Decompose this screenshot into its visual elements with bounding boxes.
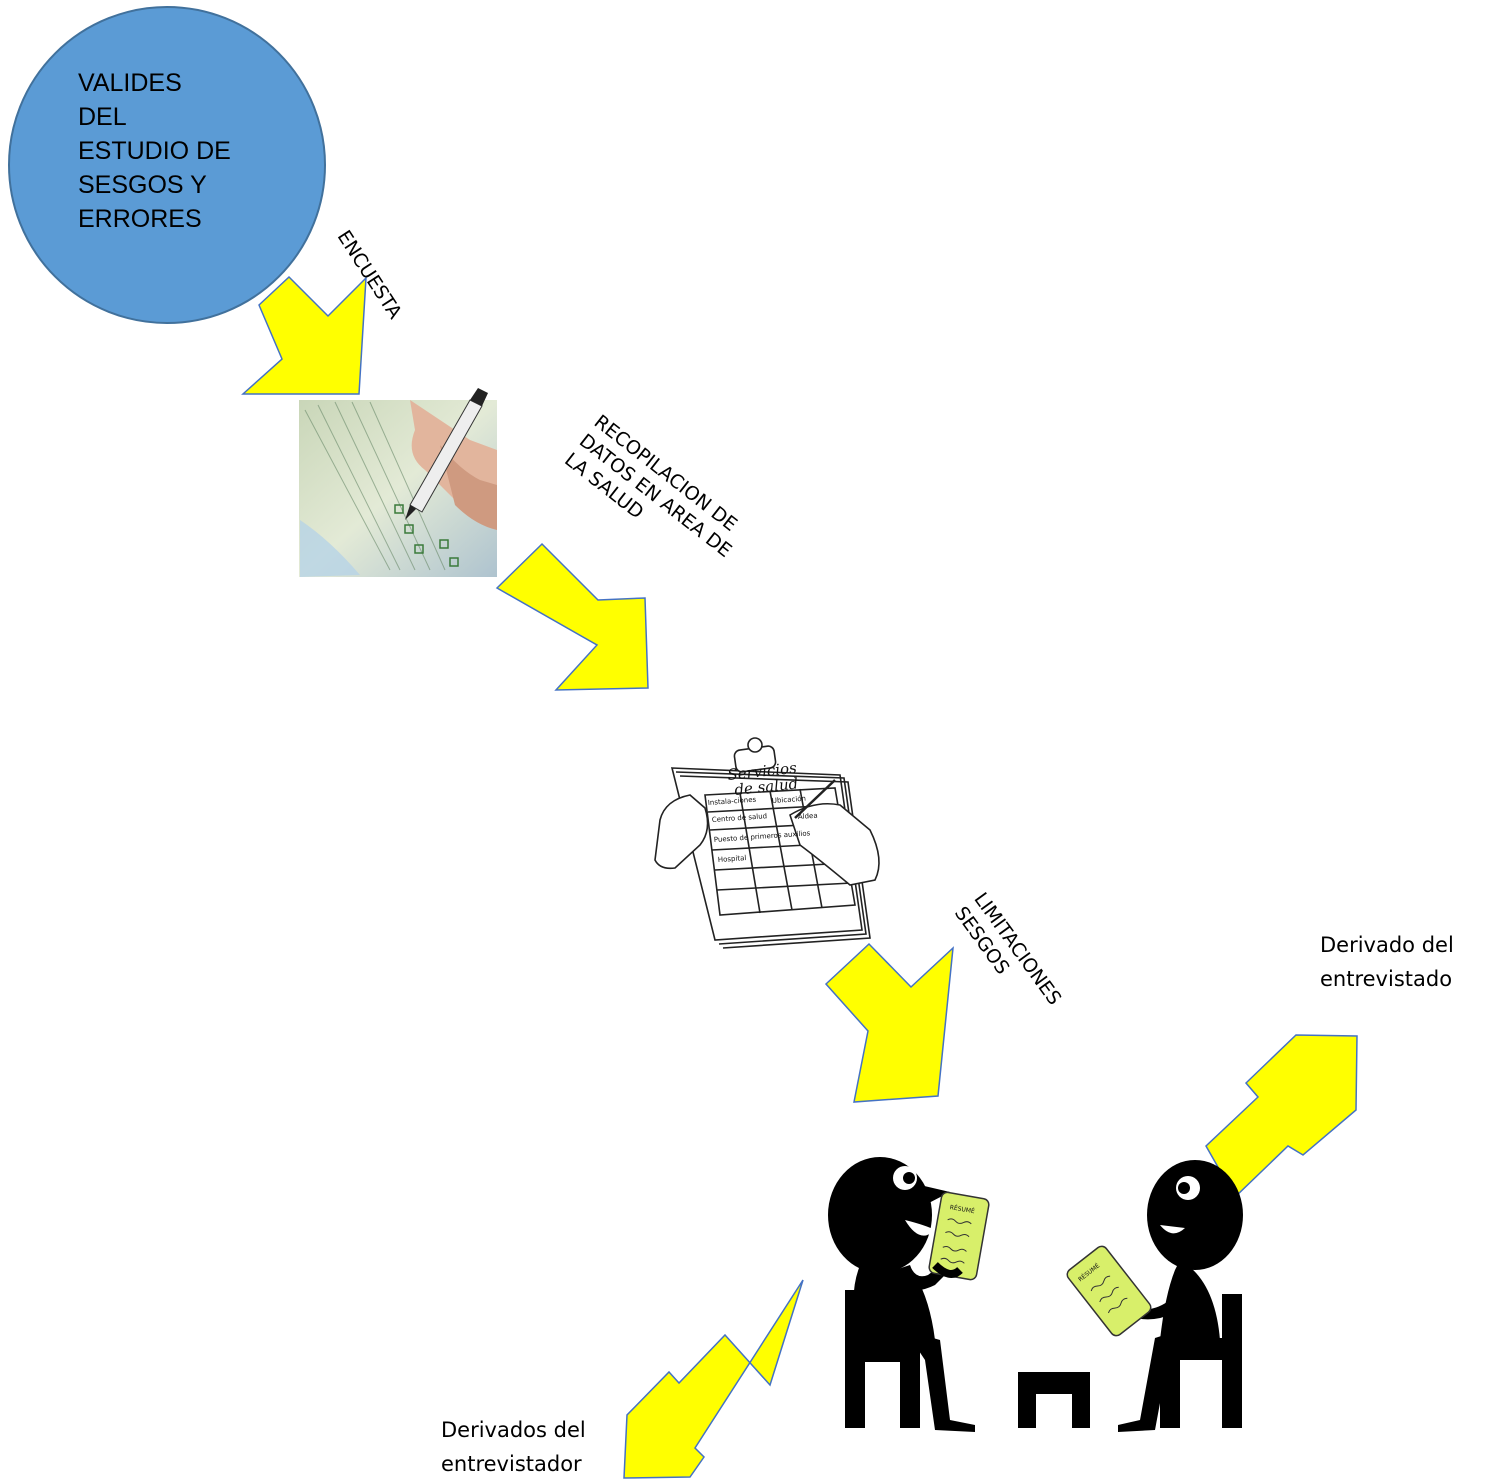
main-topic-line-3: ESTUDIO DE (78, 137, 231, 165)
arrow-to-limitaciones (824, 942, 954, 1103)
clipboard-row1: Centro de salud (712, 812, 768, 824)
small-table (1018, 1372, 1090, 1428)
arrow-to-entrevistador (623, 1279, 804, 1479)
caption-entrevistador-line-1: Derivados del (441, 1418, 586, 1442)
caption-entrevistado-line-2: entrevistado (1320, 967, 1453, 991)
caption-entrevistado-line-1: Derivado del (1320, 933, 1454, 957)
main-topic-text: VALIDES DEL ESTUDIO DE SESGOS Y ERRORES (78, 66, 298, 236)
interviewee-figure: RÉSUMÉ (1066, 1160, 1243, 1432)
clipboard-cell: Aldea (798, 812, 818, 821)
main-topic-line-5: ERRORES (78, 205, 202, 233)
clipboard-col1: Instala-ciones (708, 796, 757, 807)
caption-entrevistador-line-2: entrevistador (441, 1452, 582, 1476)
clipboard-drawing (654, 737, 880, 949)
survey-form-photo (299, 388, 497, 577)
main-topic-circle (8, 6, 326, 324)
clipboard-text: Servicios de salud (727, 759, 799, 799)
caption-entrevistado: Derivado del entrevistado (1320, 928, 1454, 996)
arrow-to-encuesta (241, 275, 367, 395)
main-topic-line-4: SESGOS Y (78, 171, 207, 199)
interviewer-figure: RÉSUMÉ (828, 1157, 990, 1432)
arrow-to-entrevistado (1205, 1034, 1358, 1199)
main-topic-line-1: VALIDES (78, 69, 182, 97)
clipboard-row3: Hospital (718, 854, 747, 864)
arrow-to-recopilacion (495, 542, 649, 691)
main-topic-line-2: DEL (78, 103, 127, 131)
caption-entrevistador: Derivados del entrevistador (441, 1413, 586, 1481)
clipboard-col2: Ubicación (772, 795, 807, 805)
